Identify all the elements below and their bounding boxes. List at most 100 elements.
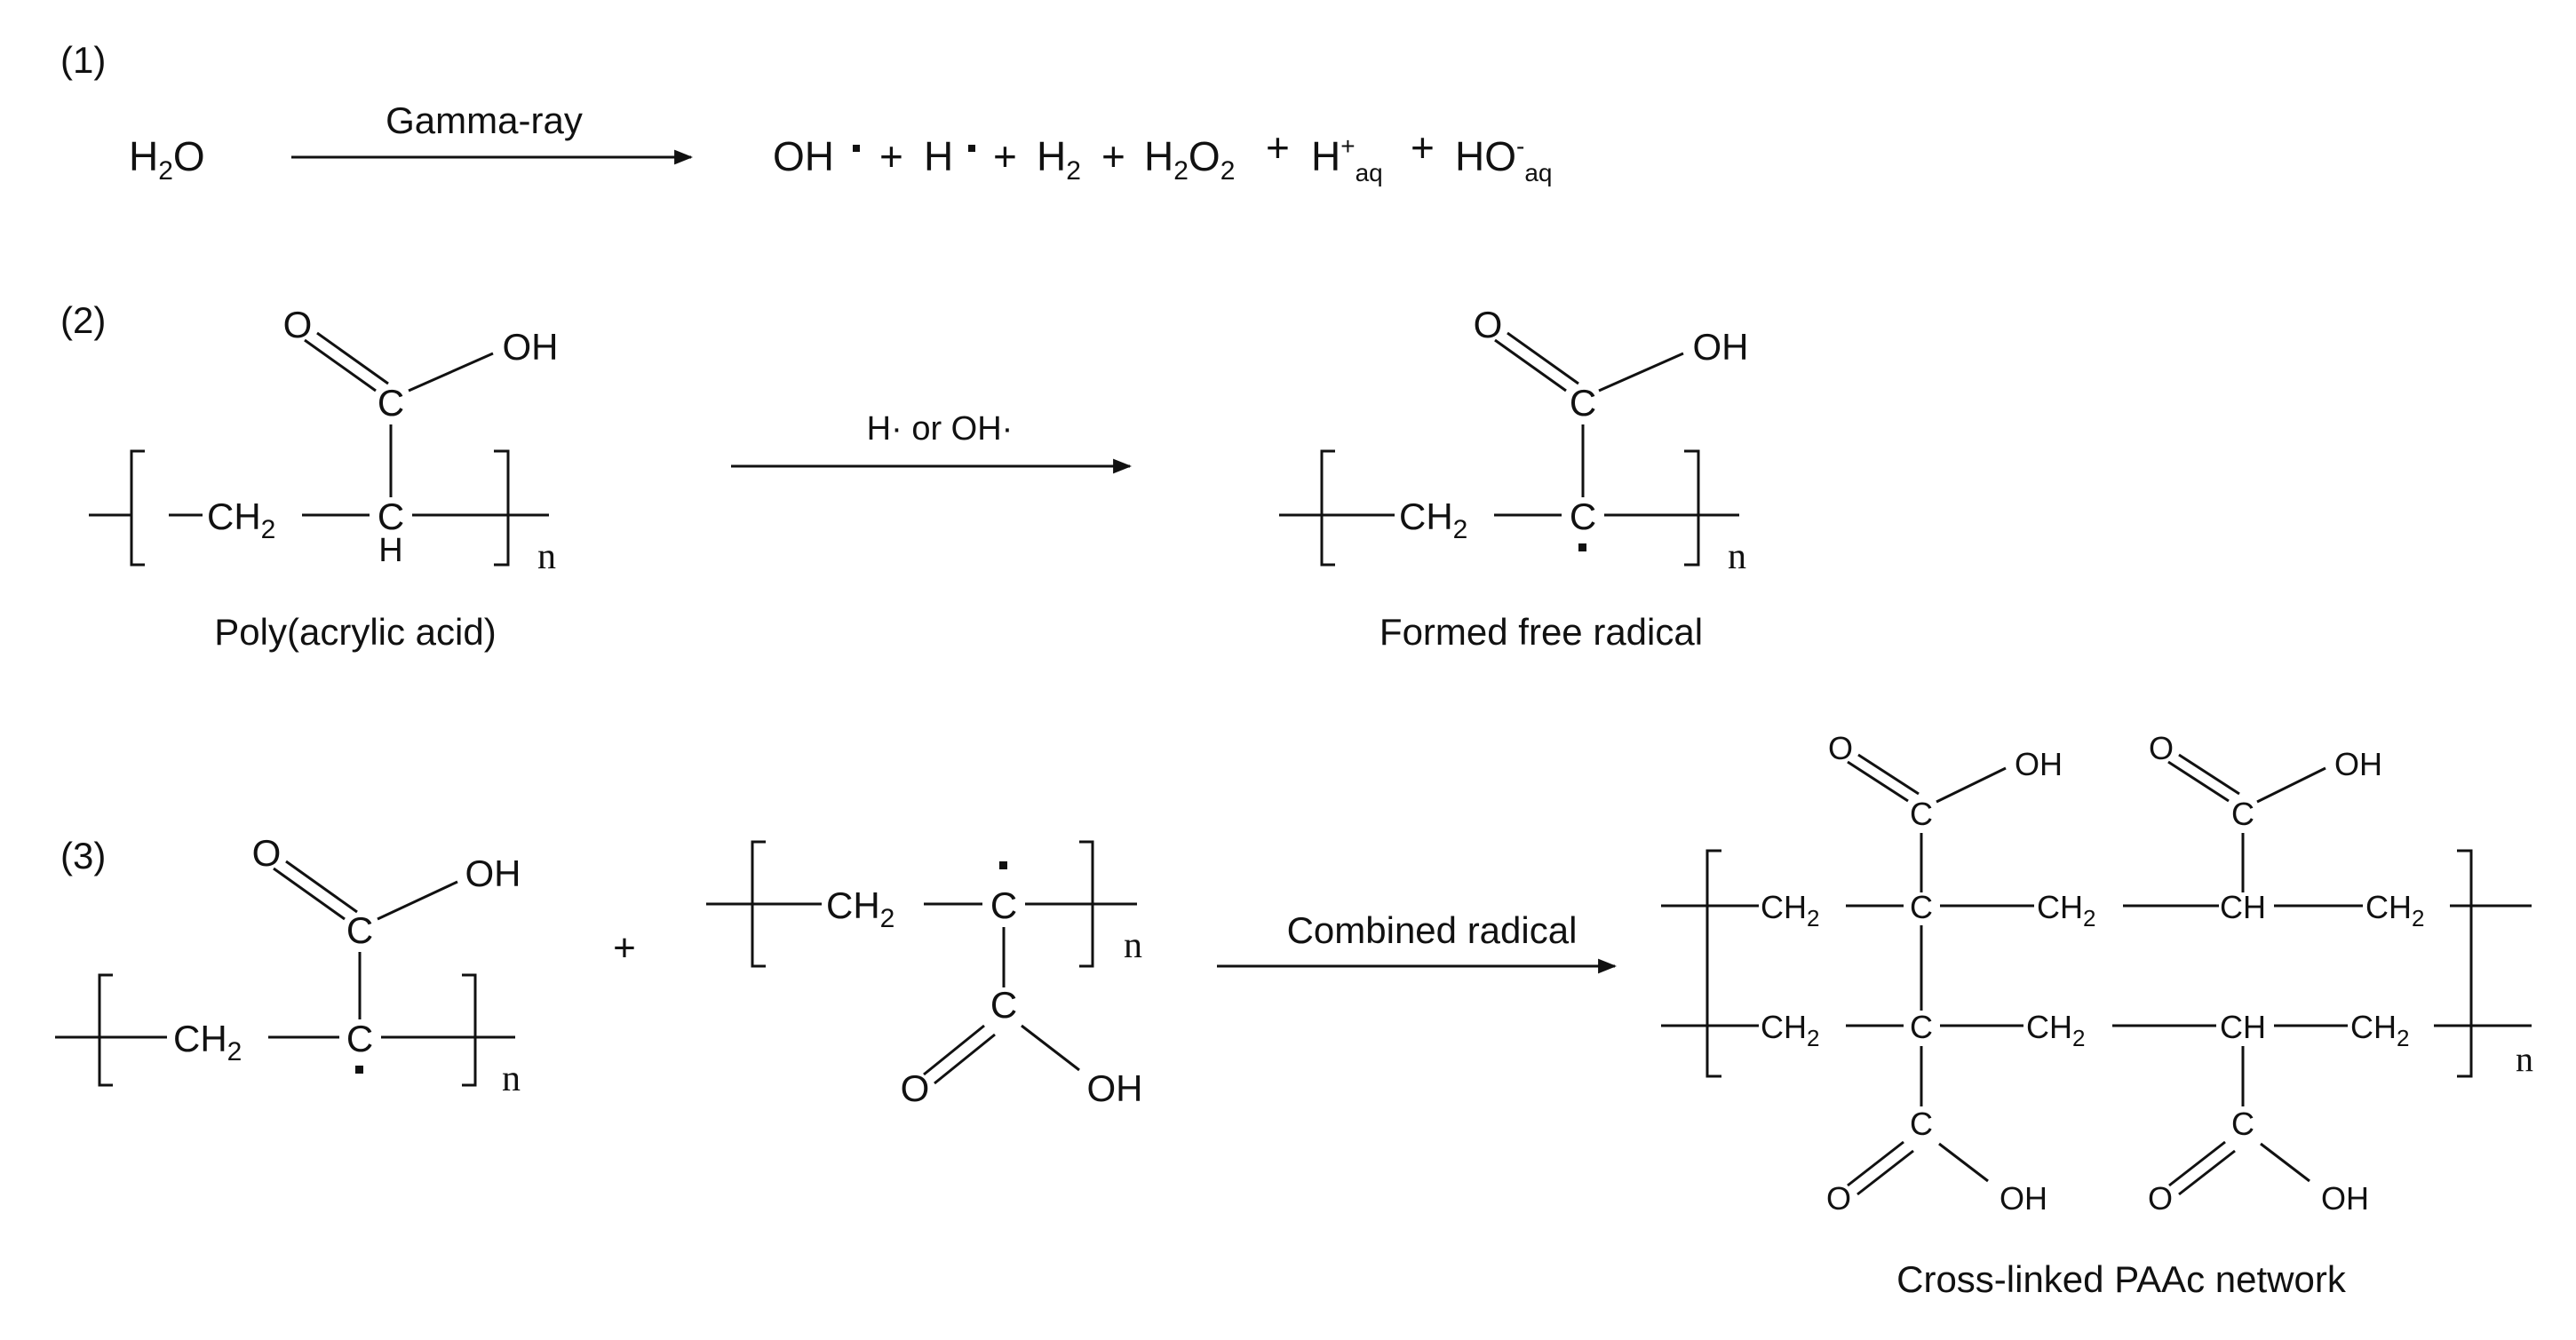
aqueous-hydroxide: HO-aq [1455, 132, 1552, 186]
backbone-carbon: C [378, 496, 404, 537]
poly-acrylic-acid-structure: O OH C CH2 C H n [89, 304, 559, 577]
double-bond [923, 1024, 985, 1076]
carbonyl-oxygen: O [2149, 730, 2174, 766]
carbonyl-oxygen: O [1828, 730, 1853, 766]
single-bond [1936, 766, 2007, 804]
free-radical-label: Formed free radical [1379, 611, 1703, 653]
radical-carbon: C [1570, 496, 1596, 537]
radical-chain-b: CH2 C n C O OH [706, 840, 1143, 1109]
repeat-n: n [537, 536, 556, 577]
hydroxyl-group: OH [2000, 1180, 2047, 1217]
hydroxyl-group: OH [2334, 746, 2382, 782]
carboxyl-carbon: C [2231, 1106, 2254, 1142]
radical-dot [355, 1066, 363, 1074]
single-bond [1598, 352, 1684, 392]
single-bond [2256, 766, 2326, 804]
carbonyl-oxygen: O [2148, 1180, 2173, 1217]
repeat-n: n [1124, 925, 1142, 966]
hydroxyl-group: OH [465, 852, 521, 894]
step-label-3: (3) [60, 835, 106, 876]
double-bond [1507, 331, 1579, 385]
hydrogen-molecule: H2 [1037, 133, 1081, 186]
left-bracket [1705, 849, 1721, 1078]
double-bond [1494, 338, 1567, 392]
double-bond [2178, 753, 2240, 796]
left-bracket [1320, 449, 1335, 567]
methine-group: CH [2220, 889, 2266, 925]
double-bond [934, 1033, 996, 1085]
alpha-hydrogen: H [378, 532, 402, 569]
methine-group: CH [2220, 1009, 2266, 1045]
single-bond [2260, 1142, 2310, 1183]
hydrogen-peroxide: H2O2 [1144, 133, 1235, 186]
double-bond [285, 860, 358, 914]
carboxyl-carbon: C [346, 909, 373, 951]
radical-reagent-label: H· or OH· [867, 410, 1014, 448]
hydroxyl-group: OH [2321, 1180, 2369, 1217]
plus-sign: + [613, 926, 636, 970]
crosslink-carbon: C [1910, 1009, 1933, 1045]
radical-chain-a: O OH C CH2 C n [55, 832, 521, 1099]
carboxyl-carbon: C [2231, 796, 2254, 832]
single-bond [1938, 1142, 1989, 1183]
hydroxyl-group: OH [1693, 326, 1749, 368]
left-bracket [130, 449, 145, 567]
single-bond [1021, 1024, 1080, 1072]
step-label-1: (1) [60, 39, 106, 81]
methylene-group: CH2 [1761, 1009, 1819, 1051]
repeat-n: n [1728, 536, 1746, 577]
left-bracket [751, 840, 766, 968]
plus-sign: + [1411, 124, 1435, 170]
methylene-group: CH2 [1761, 889, 1819, 932]
radical-dot [853, 145, 860, 152]
carboxyl-carbon: C [1570, 382, 1596, 424]
repeat-n: n [502, 1059, 521, 1099]
carboxyl-carbon: C [1910, 796, 1933, 832]
aqueous-proton: H+aq [1311, 132, 1383, 186]
single-bond [408, 352, 494, 392]
single-bond [377, 880, 458, 921]
methylene-group: CH2 [1399, 496, 1467, 544]
double-bond [304, 338, 377, 392]
plus-sign: + [1101, 133, 1125, 179]
carbonyl-oxygen: O [283, 304, 313, 345]
double-bond [1856, 1149, 1914, 1196]
hydrogen-radical: H [924, 133, 953, 179]
plus-sign: + [879, 133, 903, 179]
radical-dot [968, 145, 975, 152]
carbonyl-oxygen: O [1826, 1180, 1851, 1217]
double-bond [273, 867, 346, 921]
cross-linked-network-label: Cross-linked PAAc network [1896, 1258, 2347, 1300]
plus-sign: + [993, 133, 1017, 179]
plus-sign: + [1266, 124, 1290, 170]
double-bond [1857, 753, 1920, 796]
carbonyl-oxygen: O [1474, 304, 1503, 345]
double-bond [2168, 1140, 2226, 1187]
hydroxyl-group: OH [1087, 1067, 1143, 1109]
hydroxyl-radical: OH [773, 133, 834, 179]
right-bracket [1684, 449, 1700, 567]
double-bond [2178, 1149, 2236, 1196]
hydroxyl-group: OH [503, 326, 559, 368]
right-bracket [2457, 849, 2473, 1078]
combined-radical-label: Combined radical [1287, 909, 1578, 951]
methylene-group: CH2 [173, 1018, 242, 1066]
methylene-group: CH2 [2350, 1009, 2409, 1051]
reaction-3: (3) O OH C CH2 C n + [55, 730, 2533, 1300]
reaction-1: (1) H2O Gamma-ray OH + H + H2 + H2O2 + H… [60, 39, 1552, 186]
radical-dot [999, 861, 1007, 869]
double-bond [2167, 760, 2230, 803]
double-bond [1847, 760, 1909, 803]
double-bond [1847, 1140, 1904, 1187]
cross-linked-network-structure: O OH C O OH C CH2 C CH2 CH [1661, 730, 2533, 1217]
radical-carbon: C [346, 1018, 373, 1059]
products-1: OH + H + H2 + H2O2 + H+aq + HO-aq [773, 124, 1552, 186]
free-radical-structure: O OH C CH2 C n [1279, 304, 1749, 577]
gamma-ray-label: Gamma-ray [386, 99, 583, 141]
poly-acrylic-acid-label: Poly(acrylic acid) [214, 611, 496, 653]
hydroxyl-group: OH [2015, 746, 2063, 782]
carbonyl-oxygen: O [252, 832, 282, 874]
carboxyl-carbon: C [990, 984, 1017, 1026]
